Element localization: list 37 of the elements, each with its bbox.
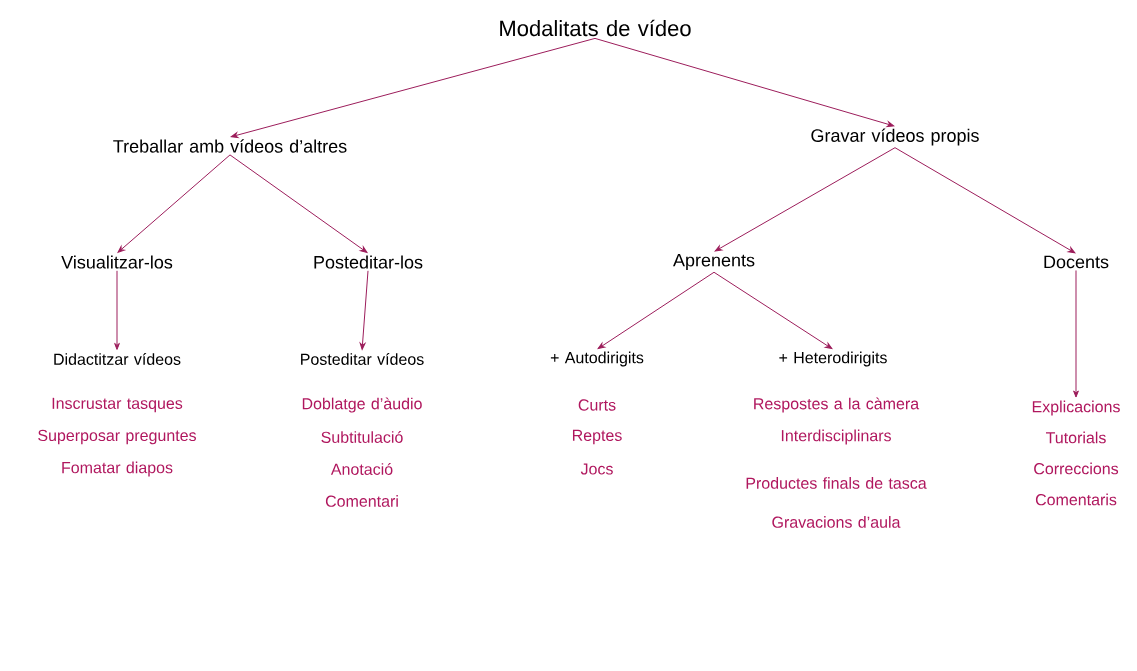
category-text: Posteditar-los xyxy=(314,255,423,269)
list-item: Inscrustar tasques xyxy=(52,397,183,413)
arrow xyxy=(229,154,368,253)
category-text: Didactitzar vídeos xyxy=(54,353,181,365)
list-item: Respostes a la càmera xyxy=(754,397,920,413)
list-item: Comentari xyxy=(325,495,398,507)
list-item: Jocs xyxy=(580,463,613,475)
list-item: Subtitulació xyxy=(321,431,403,443)
arrow xyxy=(597,271,715,350)
arrow xyxy=(713,271,833,350)
arrow xyxy=(594,37,895,127)
category-text: Visualitzar-los xyxy=(61,255,173,269)
list-item: Curts xyxy=(578,399,616,411)
arrow xyxy=(117,154,231,253)
heading: Modalitats de vídeo xyxy=(500,19,691,37)
category-text: Docents xyxy=(1044,255,1109,269)
list-item: Reptes xyxy=(573,429,622,445)
arrow xyxy=(894,147,1076,254)
arrow xyxy=(230,37,596,138)
category-text: Gravar vídeos propis xyxy=(811,128,979,146)
list-item: Fomatar diapos xyxy=(62,461,173,477)
item-list: Explicacions Tutorials Correccions Comentaris xyxy=(1032,400,1120,506)
list-item: Anotació xyxy=(330,463,393,475)
list-item: Interdisciplinars xyxy=(781,429,891,445)
arrow xyxy=(714,147,896,252)
list-item: Superposar preguntes xyxy=(38,429,196,445)
category-text: Aprenents xyxy=(673,253,755,271)
arrow xyxy=(1073,269,1079,398)
list-item: Productes finals de tasca xyxy=(746,477,927,489)
arrow xyxy=(114,270,120,350)
category-text: Posteditar vídeos xyxy=(301,353,424,365)
list-item: Gravacions d’aula xyxy=(772,516,901,528)
arrow xyxy=(359,270,369,350)
category-text: Treballar amb vídeos d’altres xyxy=(113,139,347,153)
list-item: Doblatge d’àudio xyxy=(302,397,422,413)
category-text: + Autodirigits xyxy=(550,351,644,367)
category-text: + Heterodirigits xyxy=(779,351,887,367)
